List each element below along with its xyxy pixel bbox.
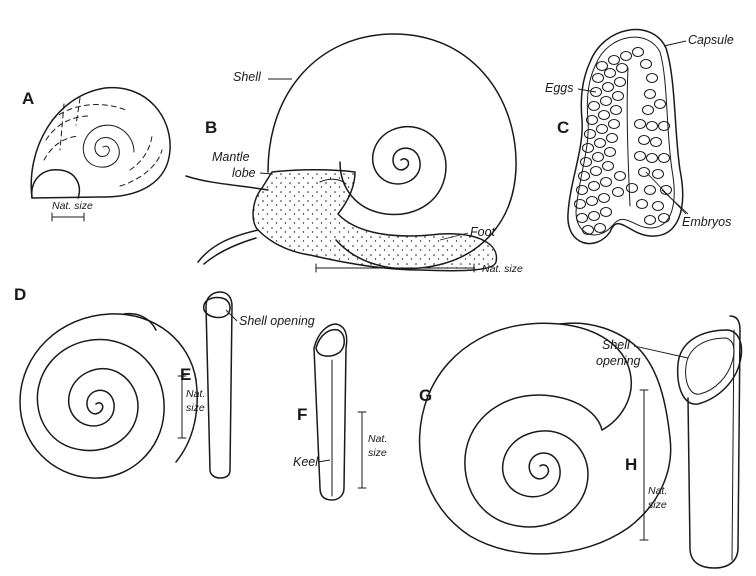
label-shell: Shell — [233, 70, 262, 84]
panel-a-letter: A — [22, 89, 34, 108]
snail-shell-a-aperture — [32, 170, 80, 198]
panel-f: F Keel Nat. size — [293, 324, 387, 500]
egg-cells — [575, 48, 672, 235]
snail-shell-b-spiral — [340, 127, 446, 215]
scale-label-f-1: Nat. — [368, 433, 387, 445]
label-mantle: Mantle — [212, 150, 250, 164]
scale-label-b: Nat. size — [482, 263, 523, 275]
panel-c-letter: C — [557, 118, 569, 137]
panel-h: H Shell opening Nat. size — [596, 316, 742, 568]
panel-h-letter: H — [625, 455, 637, 474]
snail-tentacle-lower — [198, 230, 258, 264]
snail-body-b — [253, 170, 496, 271]
shell-h-keel — [732, 330, 734, 560]
snail-shell-a-spiral — [83, 125, 134, 167]
scale-label-a: Nat. size — [52, 200, 93, 212]
coiled-shell-e-side — [206, 292, 232, 478]
label-foot: Foot — [470, 225, 496, 239]
scale-label-h-2: size — [648, 499, 667, 511]
panel-e: E Shell opening Nat. size — [178, 292, 315, 478]
leader-keel — [318, 460, 330, 462]
snail-shell-a-outline — [31, 88, 170, 198]
coiled-shell-g-spiral — [465, 395, 602, 527]
shell-e-opening — [204, 298, 230, 318]
label-eggs: Eggs — [545, 81, 574, 95]
scale-label-h-1: Nat. — [648, 485, 667, 497]
panel-f-letter: F — [297, 405, 307, 424]
label-shell-opening-e: Shell opening — [239, 314, 315, 328]
label-lobe: lobe — [232, 166, 256, 180]
panel-d-letter: D — [14, 285, 26, 304]
scale-label-e-1: Nat. — [186, 388, 205, 400]
label-shell-opening-h-2: opening — [596, 354, 641, 368]
label-shell-opening-h-1: Shell — [602, 338, 631, 352]
label-embryos: Embryos — [682, 215, 731, 229]
shell-h-opening — [678, 330, 742, 404]
leader-capsule — [664, 41, 686, 46]
panel-b-letter: B — [205, 118, 217, 137]
label-keel: Keel — [293, 455, 319, 469]
snail-tentacle-upper — [186, 176, 268, 190]
leader-embryos-1 — [646, 172, 686, 214]
label-capsule: Capsule — [688, 33, 734, 47]
panel-d: D — [14, 285, 197, 478]
scale-label-f-2: size — [368, 447, 387, 459]
leader-embryos-2 — [662, 190, 688, 214]
panel-c: C — [545, 30, 734, 244]
leader-eggs — [578, 89, 596, 92]
panel-a: A Nat. size — [22, 88, 170, 221]
panel-b: B Shell Mantle lobe Foot Nat. size — [186, 34, 523, 275]
snail-shell-a-growth-lines — [44, 98, 162, 186]
scale-label-e-2: size — [186, 402, 205, 414]
coiled-shell-d-spiral — [20, 314, 196, 478]
leader-mantle-lobe — [260, 173, 272, 174]
